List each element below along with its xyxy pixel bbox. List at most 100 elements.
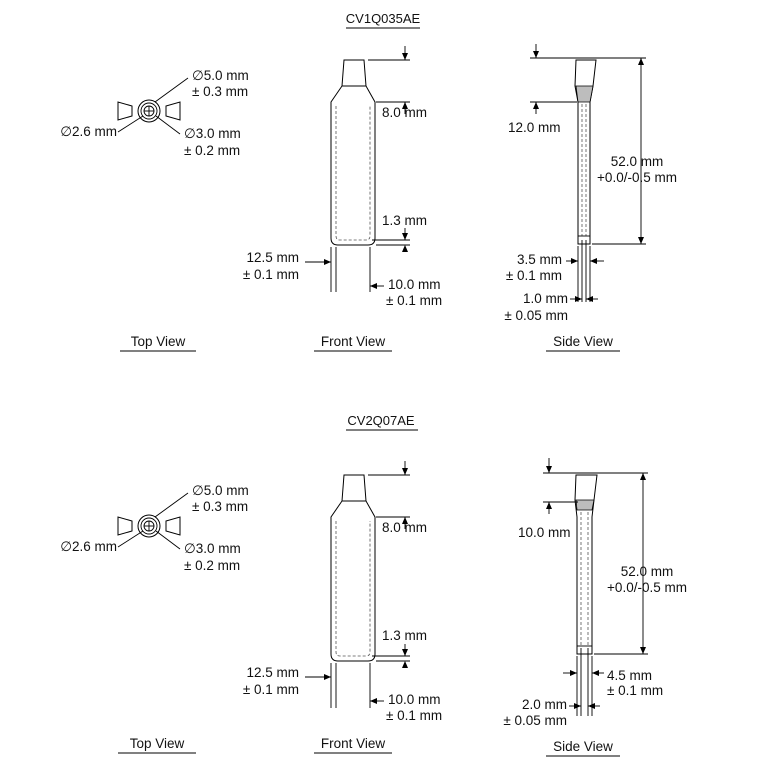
side-view-caption: Side View — [553, 334, 613, 349]
top-view: ∅5.0 mm ± 0.3 mm ∅2.6 mm ∅3.0 mm ± 0.2 m… — [60, 483, 249, 573]
outer-diameter-label: ∅5.0 mm — [192, 483, 249, 498]
inner-cavity-dashed — [335, 106, 371, 241]
arrow-left-path — [586, 296, 593, 302]
inner-diameter-label: ∅3.0 mm — [184, 541, 241, 556]
leader-inner — [155, 115, 181, 135]
path-length-tolerance-label: ± 0.05 mm — [503, 713, 567, 728]
inner-cavity-dashed — [335, 521, 371, 657]
arrow-right — [324, 674, 331, 680]
outer-tolerance-label: ± 0.3 mm — [192, 499, 248, 514]
inner-diameter-label: ∅3.0 mm — [184, 126, 241, 141]
depth-label: 4.5 mm — [607, 668, 652, 683]
view-captions: Top View Front View Side View — [120, 334, 620, 352]
side-view-caption: Side View — [553, 739, 613, 754]
cuvette-outline — [330, 474, 376, 662]
front-view-caption: Front View — [321, 736, 386, 751]
inner-ring — [140, 517, 158, 535]
outer-width-tolerance-label: ± 0.1 mm — [243, 682, 299, 697]
arrow-up — [546, 502, 552, 509]
neck-length-label: 12.0 mm — [508, 120, 561, 135]
height-label: 52.0 mm — [611, 154, 664, 169]
part-number-label: CV1Q035AE — [346, 11, 421, 26]
arrow-right — [324, 259, 331, 265]
arrow-down-bottom — [402, 233, 408, 240]
bottom-thickness-label: 1.3 mm — [382, 628, 427, 643]
arrow-down-height — [638, 237, 644, 244]
arrow-left — [592, 670, 599, 676]
bottom-thickness-label: 1.3 mm — [382, 213, 427, 228]
path-length-label: 1.0 mm — [523, 291, 568, 306]
arrow-down — [402, 468, 408, 475]
side-outline — [574, 474, 598, 655]
neck-shading — [575, 499, 595, 511]
arrow-up — [402, 517, 408, 524]
front-view: 8.0 mm 1.3 mm 12.5 mm ± 0.1 mm 10.0 mm ±… — [243, 461, 442, 723]
panel-cv2q07ae: CV2Q07AE ∅5.0 mm ± 0.3 mm ∅2.6 mm ∅3.0 m… — [60, 413, 687, 757]
arrow-right-path — [574, 703, 581, 709]
left-wing — [117, 101, 133, 121]
inner-tolerance-label: ± 0.2 mm — [184, 558, 240, 573]
top-view: ∅5.0 mm ± 0.3 mm ∅2.6 mm ∅3.0 mm ± 0.2 m… — [60, 68, 249, 158]
height-tolerance-label: +0.0/-0.5 mm — [597, 170, 677, 185]
leader-inner-left — [117, 115, 144, 133]
part-number-title: CV1Q035AE — [346, 11, 421, 29]
arrow-right — [571, 258, 578, 264]
outer-width-label: 12.5 mm — [246, 665, 299, 680]
part-number-label: CV2Q07AE — [347, 413, 415, 428]
arrow-down — [402, 53, 408, 60]
depth-tolerance-label: ± 0.1 mm — [607, 683, 663, 698]
neck-shading — [575, 85, 594, 103]
neck-length-label: 10.0 mm — [518, 525, 571, 540]
outer-width-label: 12.5 mm — [246, 250, 299, 265]
inner-left-diameter-label: ∅2.6 mm — [60, 539, 117, 554]
top-view-cap-shape — [117, 99, 181, 123]
right-wing — [165, 101, 181, 121]
outer-tolerance-label: ± 0.3 mm — [192, 84, 248, 99]
height-tolerance-label: +0.0/-0.5 mm — [607, 580, 687, 595]
inner-width-tolerance-label: ± 0.1 mm — [386, 293, 442, 308]
inner-width-label: 10.0 mm — [388, 692, 441, 707]
cuvette-outline — [330, 59, 376, 246]
arrow-right — [570, 670, 577, 676]
arrow-right-path — [575, 296, 582, 302]
leader-inner — [155, 530, 181, 550]
top-view-cap-shape — [117, 514, 181, 538]
arrow-down-height — [640, 647, 646, 654]
view-captions: Top View Front View Side View — [118, 736, 620, 757]
inner-ring — [140, 102, 158, 120]
part-number-title: CV2Q07AE — [346, 413, 418, 431]
top-view-caption: Top View — [130, 736, 185, 751]
arrow-down — [546, 466, 552, 473]
depth-tolerance-label: ± 0.1 mm — [506, 268, 562, 283]
arrow-left — [370, 283, 377, 289]
leader-outer — [154, 77, 189, 103]
side-view: 12.0 mm 52.0 mm +0.0/-0.5 mm 3.5 mm ± 0.… — [504, 44, 677, 323]
leader-inner-left — [117, 530, 144, 548]
side-view: 10.0 mm 52.0 mm +0.0/-0.5 mm 4.5 mm ± 0.… — [503, 458, 687, 728]
arrow-up-height — [638, 58, 644, 65]
arrow-left-path — [588, 703, 595, 709]
inner-width-label: 10.0 mm — [388, 277, 441, 292]
arrow-down — [533, 51, 539, 58]
left-wing — [117, 516, 133, 536]
arrow-up — [402, 102, 408, 109]
height-label: 52.0 mm — [621, 564, 674, 579]
arrow-up-bottom — [402, 245, 408, 252]
inner-tolerance-label: ± 0.2 mm — [184, 143, 240, 158]
path-length-label: 2.0 mm — [522, 697, 567, 712]
arrow-left — [370, 698, 377, 704]
panel-cv1q035ae: CV1Q035AE ∅5.0 mm ± 0.3 mm ∅2.6 mm ∅3.0 … — [60, 11, 677, 352]
path-length-tolerance-label: ± 0.05 mm — [504, 308, 568, 323]
outer-diameter-label: ∅5.0 mm — [192, 68, 249, 83]
right-wing — [165, 516, 181, 536]
depth-label: 3.5 mm — [517, 252, 562, 267]
arrow-up-bottom — [402, 661, 408, 668]
front-view: 8.0 mm 1.3 mm 12.5 mm ± 0.1 mm 10.0 mm ±… — [243, 46, 442, 308]
side-outline — [574, 59, 597, 245]
outer-width-tolerance-label: ± 0.1 mm — [243, 267, 299, 282]
inner-left-diameter-label: ∅2.6 mm — [60, 124, 117, 139]
arrow-up — [533, 102, 539, 109]
arrow-left — [590, 258, 597, 264]
arrow-up-height — [640, 473, 646, 480]
leader-outer — [154, 492, 189, 518]
